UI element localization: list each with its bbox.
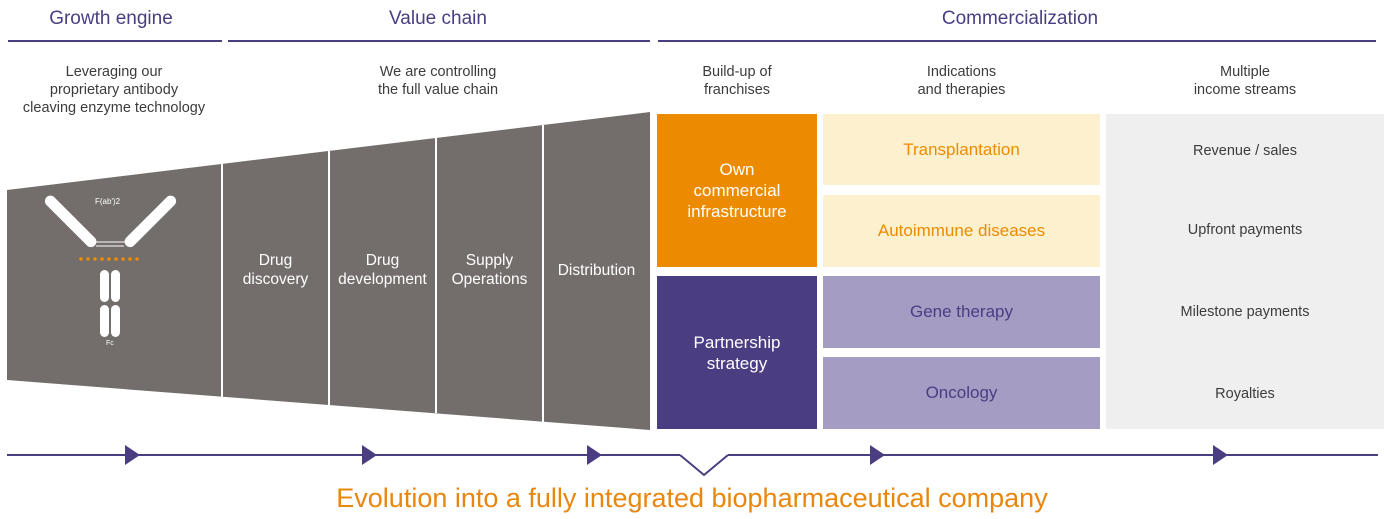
- bottom-tagline: Evolution into a fully integrated biopha…: [336, 483, 1048, 513]
- header-growth-engine: Growth engine: [49, 8, 173, 29]
- divider-value-chain: [228, 40, 650, 42]
- header-commercialization: Commercialization: [941, 8, 1099, 29]
- indication-autoimmune: Autoimmune diseases: [823, 195, 1100, 267]
- timeline-arrow-2: [362, 445, 377, 465]
- antibody-fc-left-upper: [100, 270, 109, 302]
- antibody-fc-right-lower: [111, 305, 120, 337]
- subheader-indications: Indications and therapies: [917, 64, 1006, 98]
- antibody-fab-right-inner: [124, 215, 157, 248]
- header-value-chain: Value chain: [389, 8, 487, 29]
- antibody-icon: [44, 195, 177, 337]
- subheader-growth-engine: Leveraging our proprietary antibody clea…: [22, 64, 206, 116]
- income-streams-panel: [1106, 114, 1384, 429]
- antibody-fc-right-upper: [111, 270, 120, 302]
- antibody-fc-left-lower: [100, 305, 109, 337]
- indication-transplantation: Transplantation: [823, 114, 1100, 185]
- franchise-own-commercial: Own commercial infrastructure: [657, 114, 817, 267]
- franchise-partnership: Partnership strategy: [657, 276, 817, 429]
- antibody-fc-label: Fc: [106, 340, 114, 347]
- timeline-arrow-5: [1213, 445, 1228, 465]
- stage-distribution: Distribution: [557, 261, 636, 279]
- subheader-franchises: Build-up of franchises: [702, 64, 772, 98]
- divider-commercialization: [658, 40, 1376, 42]
- antibody-fab-label: F(ab')2: [95, 197, 121, 206]
- timeline-arrow-4: [870, 445, 885, 465]
- antibody-fab-left-inner: [64, 215, 97, 248]
- subheader-value-chain: We are controlling the full value chain: [377, 64, 499, 98]
- income-revenue: Revenue / sales: [1193, 143, 1297, 159]
- income-upfront: Upfront payments: [1187, 222, 1303, 238]
- indication-oncology: Oncology: [823, 357, 1100, 429]
- timeline-notch: [679, 454, 729, 477]
- timeline-arrow-3: [587, 445, 602, 465]
- income-milestone: Milestone payments: [1180, 304, 1310, 320]
- indication-gene-therapy: Gene therapy: [823, 276, 1100, 348]
- subheader-income: Multiple income streams: [1193, 64, 1297, 98]
- income-royalties: Royalties: [1215, 386, 1275, 402]
- cleavage-site-dots: [79, 257, 139, 261]
- divider-growth-engine: [8, 40, 222, 42]
- timeline-arrow-1: [125, 445, 140, 465]
